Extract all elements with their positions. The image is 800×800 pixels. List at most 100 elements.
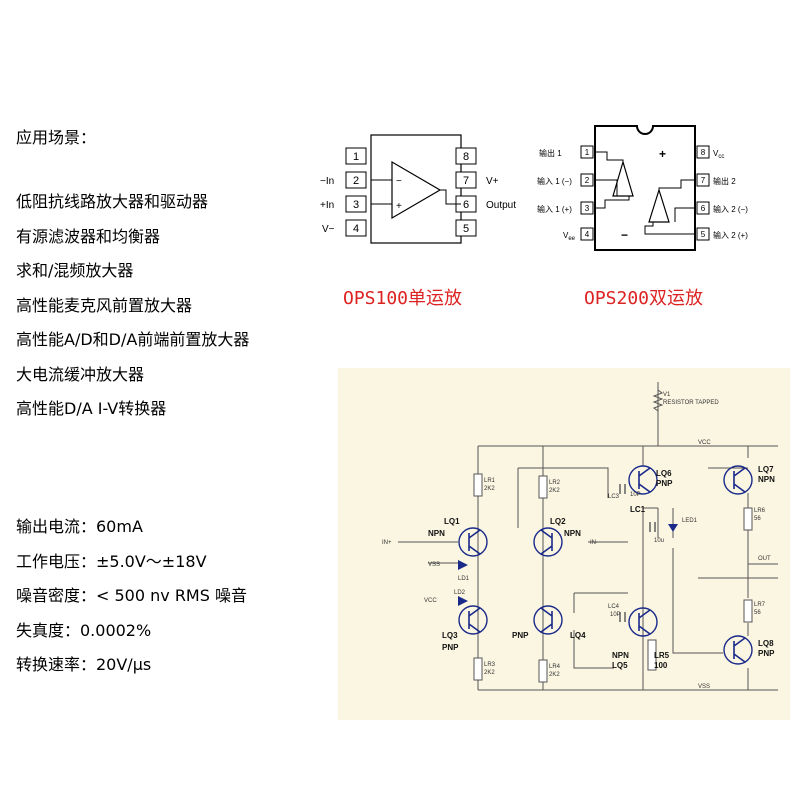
transistor-lq2	[533, 527, 563, 557]
ops200-pin-2: 2	[585, 176, 590, 185]
specs-list: 输出电流：60mA 工作电压：±5.0V～±18V 噪音密度：< 500 nv …	[16, 515, 247, 688]
ops200-pin-4: 4	[585, 230, 590, 239]
ops200-minus-sign: −	[621, 228, 628, 242]
diode-ld1	[458, 560, 468, 570]
label-lq7-type: NPN	[758, 475, 775, 484]
label-lq3: LQ3	[442, 631, 458, 640]
label-lq4-type: PNP	[512, 631, 529, 640]
ops200-label-out2: 输出 2	[713, 176, 736, 186]
ops100-pin-3: 3	[353, 199, 359, 211]
ops100-label-output: Output	[486, 200, 516, 211]
label-in-plus: IN+	[382, 540, 392, 546]
label-lq1-type: NPN	[428, 529, 445, 538]
led1-icon	[668, 524, 678, 532]
label-lq2: LQ2	[550, 517, 566, 526]
transistor-lq3	[458, 605, 488, 635]
application-item: 高性能A/D和D/A前端前置放大器	[16, 330, 250, 349]
label-ld1: LD1	[458, 576, 470, 582]
label-lr3: LR3	[484, 662, 496, 668]
ops100-pin-4: 4	[353, 223, 359, 235]
label-vcc-rail: VCC	[698, 440, 711, 446]
ops200-pin-8: 8	[701, 148, 706, 157]
label-lq8: LQ8	[758, 639, 774, 648]
label-lq3-type: PNP	[442, 643, 459, 652]
label-lr4-value: 2K2	[549, 672, 560, 678]
capacitor-lc1	[649, 522, 656, 532]
label-lr2-value: 2K2	[549, 488, 560, 494]
ops200-label-in1-plus: 输入 1 (+)	[537, 204, 572, 214]
discrete-opamp-schematic-panel: V1 RESISTOR TAPPED VCC VSS OUT IN+ IN- V…	[338, 368, 790, 720]
ops200-label-in2-plus: 输入 2 (+)	[713, 230, 748, 240]
ops100-minus-sign: −	[396, 176, 402, 187]
ops100-label-v-minus: V−	[322, 224, 335, 235]
ops100-label-minus-in: −In	[320, 176, 334, 187]
ops200-label-in2-minus: 输入 2 (−)	[713, 204, 748, 214]
label-lq1: LQ1	[444, 517, 460, 526]
ops100-plus-sign: +	[396, 201, 402, 212]
transistor-lq4	[533, 605, 563, 635]
label-ld2: LD2	[454, 590, 466, 596]
applications-title: 应用场景：	[16, 128, 97, 147]
label-lr7-value: 56	[754, 610, 761, 616]
ops100-label-plus-in: +In	[320, 200, 334, 211]
ops200-plus-sign: +	[659, 147, 666, 161]
resistor-lr1	[473, 473, 483, 497]
spec-slew-rate: 转换速率：20V/μs	[16, 655, 152, 674]
spec-distortion: 失真度：0.0002%	[16, 620, 152, 640]
label-lr4: LR4	[549, 664, 561, 670]
ops200-pin-7: 7	[701, 176, 706, 185]
spec-operating-voltage: 工作电压：±5.0V～±18V	[16, 551, 207, 571]
transistor-lq6	[628, 465, 658, 495]
label-lc1-value: 10u	[654, 538, 664, 544]
resistor-lr5	[647, 639, 657, 671]
ops100-pin-8: 8	[463, 151, 469, 163]
ops100-pin-1: 1	[353, 151, 359, 163]
ops100-label-v-plus: V+	[486, 176, 499, 187]
resistor-lr3	[473, 657, 483, 681]
label-lq5: LQ5	[612, 661, 628, 670]
capacitor-lc3	[619, 484, 626, 494]
resistor-lr6	[743, 507, 753, 531]
ops200-label-out1: 输出 1	[539, 148, 562, 158]
ops200-caption: OPS200双运放	[584, 288, 704, 309]
ops100-caption: OPS100单运放	[343, 288, 463, 309]
ops200-pin-3: 3	[585, 204, 590, 213]
label-vss-left: VSS	[428, 562, 440, 568]
ops100-amp-triangle	[391, 160, 442, 220]
application-item: 求和/混频放大器	[16, 261, 134, 280]
label-in-minus: IN-	[590, 540, 598, 546]
resistor-lr2	[538, 475, 548, 499]
label-lr6-value: 56	[754, 516, 761, 522]
ops100-pin-6: 6	[463, 199, 469, 211]
label-led1: LED1	[682, 518, 698, 524]
transistor-lq8	[723, 635, 753, 665]
label-lc3-value: 10P	[630, 492, 641, 498]
resistor-lr7	[743, 599, 753, 623]
label-lc1: LC1	[630, 505, 646, 514]
label-vcc-left: VCC	[424, 598, 437, 604]
label-lc4: LC4	[608, 604, 620, 610]
transistor-lq7	[723, 465, 753, 495]
label-lq6-type: PNP	[656, 479, 673, 488]
ops200-label-vcc: Vcc	[713, 149, 724, 160]
transistor-lq1	[458, 527, 488, 557]
resistor-lr4	[538, 659, 548, 683]
potentiometer-v1	[652, 389, 664, 412]
ops100-pinout-diagram: 1 2 3 4 8 7 6 5 −In +In V− V+ Output − +	[320, 134, 516, 244]
ops200-pin-1: 1	[585, 148, 590, 157]
label-lc3: LC3	[608, 494, 620, 500]
label-lq5-type: NPN	[612, 651, 629, 660]
label-out: OUT	[758, 556, 771, 562]
spec-noise-density: 噪音密度：< 500 nv RMS 噪音	[16, 586, 247, 605]
applications-list: 低阻抗线路放大器和驱动器 有源滤波器和均衡器 求和/混频放大器 高性能麦克风前置…	[16, 190, 249, 432]
label-lr5: LR5	[654, 651, 670, 660]
label-lc4-value: 10P	[610, 612, 621, 618]
capacitor-lc4	[619, 612, 626, 622]
application-item: 有源滤波器和均衡器	[16, 226, 161, 246]
label-lr1-value: 2K2	[484, 486, 495, 492]
label-lr7: LR7	[754, 602, 766, 608]
label-lq7: LQ7	[758, 465, 774, 474]
label-lr1: LR1	[484, 478, 496, 484]
spec-output-current: 输出电流：60mA	[16, 517, 143, 536]
transistor-lq5	[628, 607, 658, 637]
